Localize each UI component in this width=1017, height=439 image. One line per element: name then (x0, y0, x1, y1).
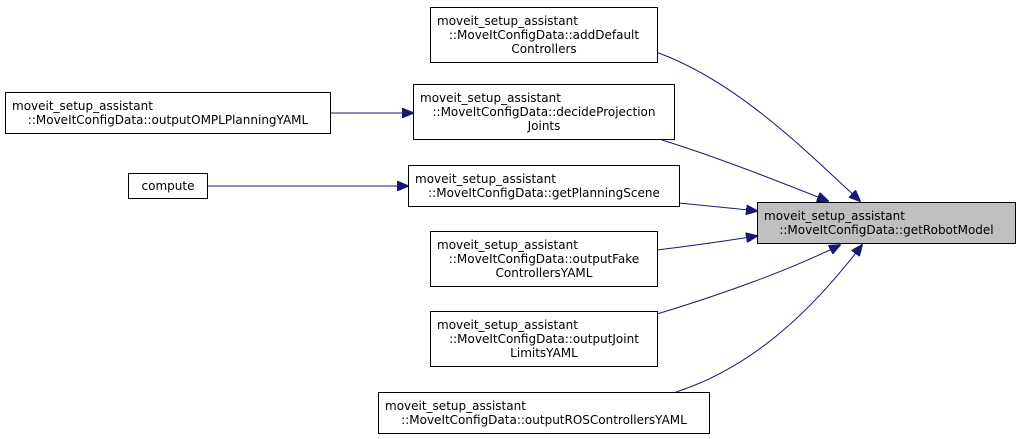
node-label-line: ::MoveItConfigData::decideProjection (432, 105, 656, 119)
node-label-line: Joints (527, 119, 561, 133)
node-label-line: moveit_setup_assistant (764, 209, 905, 223)
node-label-line: ControllersYAML (495, 266, 593, 280)
edge-decideProjectionJoints-to-root (661, 139, 828, 201)
node-label-line: ::MoveItConfigData::outputOMPLPlanningYA… (27, 113, 309, 127)
node-label-line: moveit_setup_assistant (12, 99, 153, 113)
node-label-line: LimitsYAML (510, 346, 578, 360)
node-outputJointLimitsYAML[interactable]: moveit_setup_assistant::MoveItConfigData… (430, 311, 658, 367)
node-label-line: Controllers (511, 42, 577, 56)
node-label-line: ::MoveItConfigData::getPlanningScene (428, 186, 660, 200)
node-root-getRobotModel: moveit_setup_assistant::MoveItConfigData… (757, 202, 1016, 244)
node-label-line: ::MoveItConfigData::addDefault (448, 28, 640, 42)
node-label-line: moveit_setup_assistant (385, 399, 526, 413)
node-label-line: moveit_setup_assistant (437, 238, 578, 252)
node-outputOMPLPlanningYAML[interactable]: moveit_setup_assistant::MoveItConfigData… (5, 92, 331, 134)
edge-outputJointLimitsYAML-to-root (656, 245, 840, 315)
edge-getPlanningScene-to-root (678, 202, 757, 211)
node-compute[interactable]: compute (128, 173, 208, 199)
node-outputROSControllersYAML[interactable]: moveit_setup_assistant::MoveItConfigData… (378, 392, 710, 434)
node-label-line: moveit_setup_assistant (437, 318, 578, 332)
node-decideProjectionJoints[interactable]: moveit_setup_assistant::MoveItConfigData… (413, 84, 675, 140)
node-label-line: ::MoveItConfigData::outputJoint (449, 332, 639, 346)
edge-addDefaultControllers-to-root (655, 51, 860, 201)
edge-outputFakeControllersYAML-to-root (656, 236, 757, 251)
node-label-line: moveit_setup_assistant (415, 172, 556, 186)
node-addDefaultControllers[interactable]: moveit_setup_assistant::MoveItConfigData… (430, 7, 658, 63)
node-label-line: ::MoveItConfigData::outputFake (448, 252, 640, 266)
node-label-line: moveit_setup_assistant (420, 91, 561, 105)
node-label-line: moveit_setup_assistant (437, 14, 578, 28)
node-label-line: compute (141, 179, 195, 193)
node-getPlanningScene[interactable]: moveit_setup_assistant::MoveItConfigData… (408, 165, 680, 207)
node-label-line: ::MoveItConfigData::outputROSControllers… (401, 413, 687, 427)
node-outputFakeControllersYAML[interactable]: moveit_setup_assistant::MoveItConfigData… (430, 231, 658, 287)
edge-outputROSControllersYAML-to-root (675, 245, 862, 393)
node-label-line: ::MoveItConfigData::getRobotModel (779, 223, 994, 237)
